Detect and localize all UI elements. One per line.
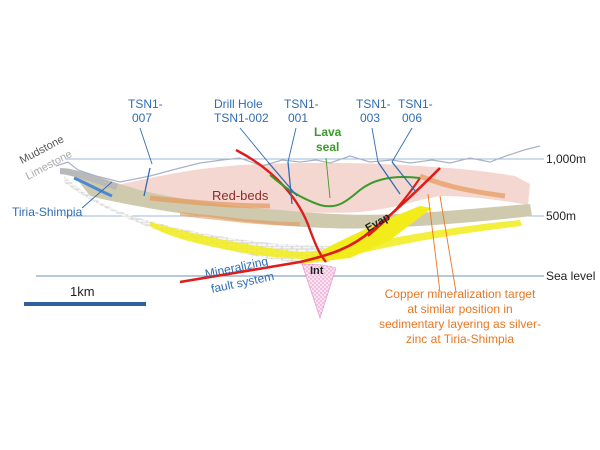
intrusion-body (301, 263, 337, 319)
red-beds-unit (118, 162, 530, 213)
drill-hole-tsn1-002 (267, 161, 298, 197)
leader-tsn1-006 (391, 127, 413, 163)
west-fault (235, 148, 327, 263)
leader-target-2 (439, 195, 457, 293)
label-tsn1-002-line2: TSN1-002 (214, 111, 269, 125)
label-tsn1-002-line1: Drill Hole (214, 97, 263, 111)
topographic-surface (55, 145, 541, 183)
drill-hole-tsn1-006 (391, 161, 417, 193)
evaporite-band-lower (150, 220, 522, 260)
drill-hole-tsn1-001 (287, 161, 293, 205)
label-tsn1-007-line1: TSN1- (128, 97, 163, 111)
target-note-line1: Copper mineralization target (385, 287, 536, 301)
label-tsn1-006-line1: TSN1- (398, 97, 433, 111)
label-red-beds: Red-beds (212, 188, 269, 203)
label-tsn1-001-line1: TSN1- (284, 97, 319, 111)
label-level-1000m: 1,000m (546, 152, 586, 166)
label-tsn1-003-line2: 003 (360, 111, 380, 125)
label-scale-bar: 1km (70, 284, 95, 299)
leader-tsn1-003 (371, 127, 379, 163)
leader-lava-seal (325, 157, 331, 199)
label-tsn1-007-line2: 007 (132, 111, 152, 125)
orange-streak (179, 212, 301, 226)
orange-streak (419, 173, 506, 199)
label-intrusion: Int (310, 265, 324, 277)
label-level-500m: 500m (546, 209, 576, 223)
label-lava-line2: seal (316, 140, 339, 154)
mudstone-layer (60, 168, 118, 190)
leader-tsn1-007 (139, 127, 153, 165)
drill-hole-tsn1-003 (377, 161, 401, 195)
leader-tsn1-001 (287, 127, 297, 163)
label-tsn1-006-line2: 006 (402, 111, 422, 125)
leader-tsn1-002 (239, 127, 269, 163)
drill-hole-tsn1-007 (143, 167, 151, 197)
label-tiria-shimpia: Tiria-Shimpia (12, 205, 83, 219)
label-sea-level: Sea level (546, 269, 595, 283)
label-tsn1-003-line1: TSN1- (356, 97, 391, 111)
target-note-line4: zinc at Tiria-Shimpia (406, 332, 514, 346)
leader-tiria-shimpia (81, 181, 113, 209)
east-fault (367, 177, 421, 237)
target-note-line2: at similar position in (407, 302, 512, 316)
target-note-line3: sedimentary layering as silver- (379, 317, 541, 331)
leader-target-1 (427, 193, 441, 293)
scale-bar (24, 302, 146, 306)
label-tsn1-001-line2: 001 (288, 111, 308, 125)
label-lava-line1: Lava (314, 125, 342, 139)
orange-streak (149, 195, 271, 209)
main-fault (179, 167, 441, 284)
tiria-shimpia-ore-layer (73, 176, 113, 198)
